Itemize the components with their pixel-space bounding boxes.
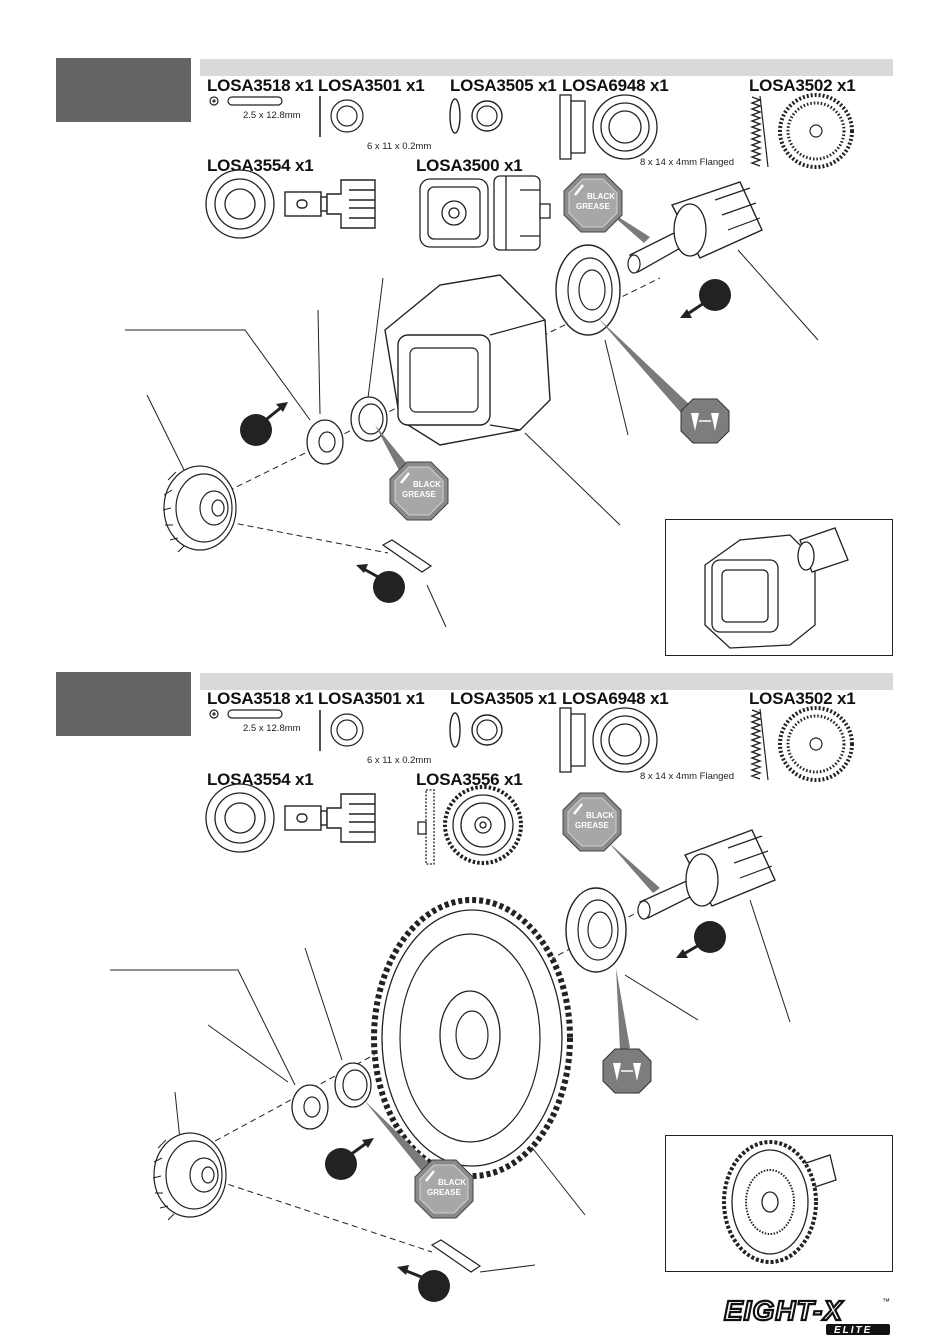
step-1-inset-drawing bbox=[704, 527, 849, 649]
step-1-diff-case-icon bbox=[419, 175, 551, 251]
step-2-pin-icon bbox=[209, 709, 283, 719]
logo-subline: ELITE bbox=[834, 1325, 872, 1336]
step-1-part-label-bearing: LOSA6948 x1 bbox=[562, 76, 669, 95]
step-2-oring-icon bbox=[449, 712, 503, 748]
step-2-header-bar bbox=[200, 673, 893, 690]
step-2-part-label-oring: LOSA3505 x1 bbox=[450, 689, 557, 708]
step-2-exploded-view bbox=[110, 791, 791, 1302]
step-1-part-label-oring: LOSA3505 x1 bbox=[450, 76, 557, 95]
logo-trademark: ™ bbox=[882, 1297, 890, 1306]
step-2-part-label-ring-gear: LOSA3556 x1 bbox=[416, 770, 523, 789]
step-2-grease-bottom-line2: GREASE bbox=[427, 1188, 461, 1197]
step-2-shim-icon bbox=[319, 710, 364, 751]
step-1-exploded-view bbox=[125, 172, 819, 628]
step-2-outdrive-icons bbox=[205, 783, 376, 853]
step-2-bearing-dimension: 8 x 14 x 4mm Flanged bbox=[640, 771, 734, 782]
logo-wordmark: EIGHT-X bbox=[724, 1295, 844, 1326]
step-2-part-label-gear-set: LOSA3502 x1 bbox=[749, 689, 856, 708]
step-2-gear-set-icon bbox=[750, 706, 854, 782]
step-2-grease-bottom-line1: BLACK bbox=[438, 1178, 466, 1187]
step-2-inset-drawing bbox=[722, 1140, 837, 1264]
step-1-part-label-gear-set: LOSA3502 x1 bbox=[749, 76, 856, 95]
step-1-gear-set-icon bbox=[750, 93, 854, 169]
step-1-pin-icon bbox=[209, 96, 283, 106]
step-2-number-tab bbox=[56, 672, 191, 736]
step-1-bearing-icon bbox=[559, 94, 658, 160]
step-1-shim-dimension: 6 x 11 x 0.2mm bbox=[367, 141, 432, 152]
step-2-part-label-pin: LOSA3518 x1 bbox=[207, 689, 314, 708]
step-2-part-label-bearing: LOSA6948 x1 bbox=[562, 689, 669, 708]
step-1-part-label-shim: LOSA3501 x1 bbox=[318, 76, 425, 95]
step-2-shim-dimension: 6 x 11 x 0.2mm bbox=[367, 755, 432, 766]
step-1-bearing-dimension: 8 x 14 x 4mm Flanged bbox=[640, 157, 734, 168]
step-1-outdrive-icons bbox=[205, 169, 376, 239]
step-1-header-bar bbox=[200, 59, 893, 76]
step-2-ring-gear-icon bbox=[417, 785, 523, 865]
eight-x-elite-logo: EIGHT-X ™ ELITE bbox=[723, 1294, 890, 1336]
step-1-pin-dimension: 2.5 x 12.8mm bbox=[243, 110, 301, 121]
step-2-grease-top-line2: GREASE bbox=[575, 821, 609, 830]
step-2-bearing-icon bbox=[559, 707, 658, 773]
step-1-grease-bottom-line1: BLACK bbox=[413, 480, 441, 489]
step-2-pin-dimension: 2.5 x 12.8mm bbox=[243, 723, 301, 734]
step-1-grease-top-line2: GREASE bbox=[576, 202, 610, 211]
step-1-grease-top-line1: BLACK bbox=[587, 192, 615, 201]
step-1-number-tab bbox=[56, 58, 191, 122]
step-1-grease-bottom-line2: GREASE bbox=[402, 490, 436, 499]
step-1-part-label-diff-case: LOSA3500 x1 bbox=[416, 156, 523, 175]
step-2-grease-top-line1: BLACK bbox=[586, 811, 614, 820]
step-1-shim-icon bbox=[319, 96, 364, 137]
step-1-oring-icon bbox=[449, 98, 503, 134]
step-2-part-label-shim: LOSA3501 x1 bbox=[318, 689, 425, 708]
step-1-part-label-pin: LOSA3518 x1 bbox=[207, 76, 314, 95]
